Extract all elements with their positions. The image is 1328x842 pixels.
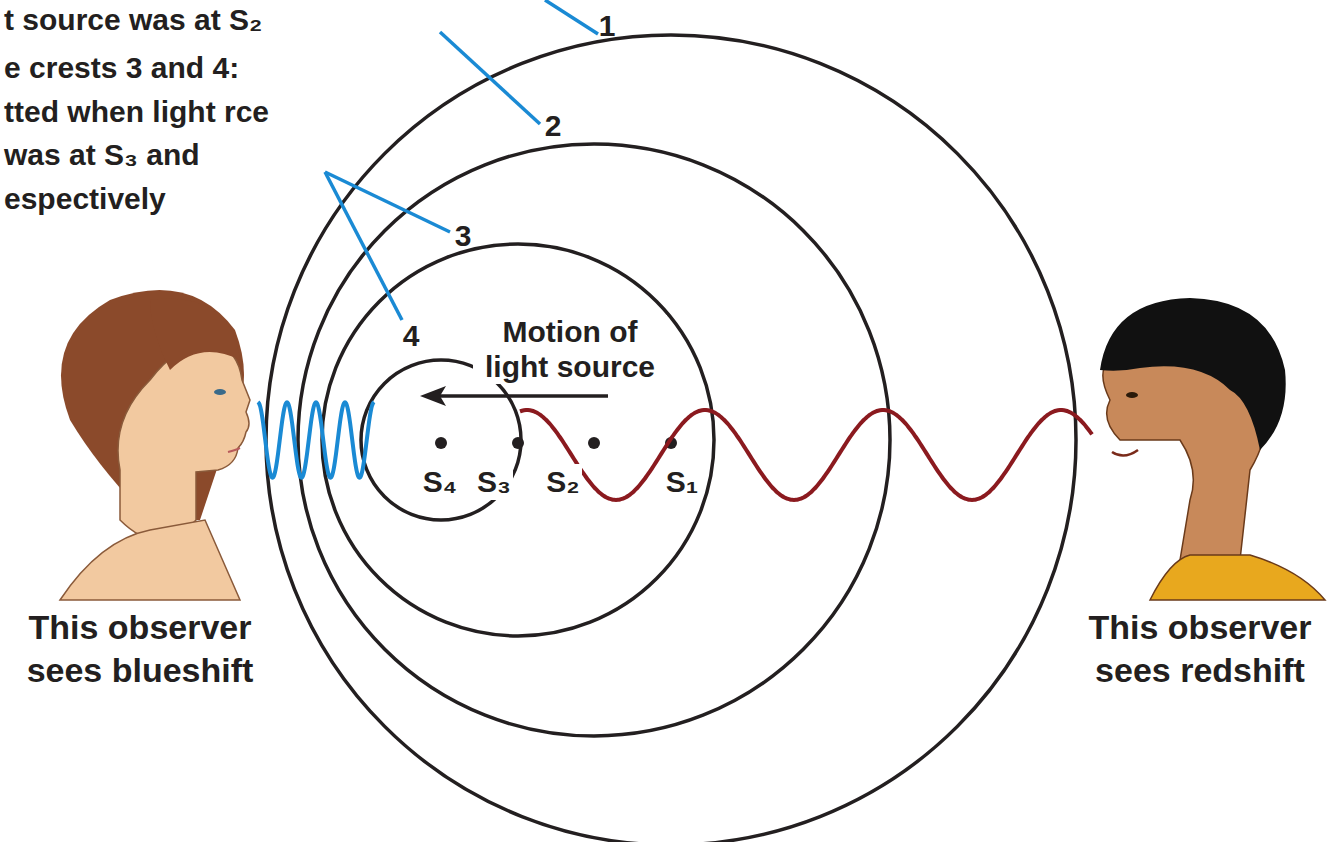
leader-line <box>325 0 598 320</box>
callout-number: 2 <box>545 108 562 144</box>
callout-number: 4 <box>403 318 420 354</box>
blueshift-wave <box>258 402 374 478</box>
woman-observer <box>60 290 250 600</box>
source-position-label: S₄ <box>421 464 459 500</box>
observer-caption: This observer sees blueshift <box>9 606 271 691</box>
callout-number: 1 <box>599 8 616 44</box>
source-position-dot <box>435 437 447 449</box>
source-position-label: S₃ <box>475 464 513 500</box>
callout-number: 3 <box>455 218 472 254</box>
redshift-wave <box>520 410 1092 500</box>
source-position-dot <box>512 437 524 449</box>
motion-arrow <box>420 386 608 406</box>
wave-crest-circle <box>361 360 521 520</box>
wave-crest-circle <box>322 244 714 636</box>
motion-label: Motion of light source <box>473 315 667 384</box>
source-position-label: S₁ <box>664 464 700 500</box>
callout-text: e crests 3 and 4: tted when light rce wa… <box>4 46 282 220</box>
man-observer <box>1100 298 1325 600</box>
observer-caption: This observer sees redshift <box>1075 606 1325 691</box>
wave-crest-circle <box>298 144 890 736</box>
source-position-dot <box>588 437 600 449</box>
callout-text: t source was at S₂ <box>4 2 262 38</box>
source-position-label: S₂ <box>544 464 581 500</box>
